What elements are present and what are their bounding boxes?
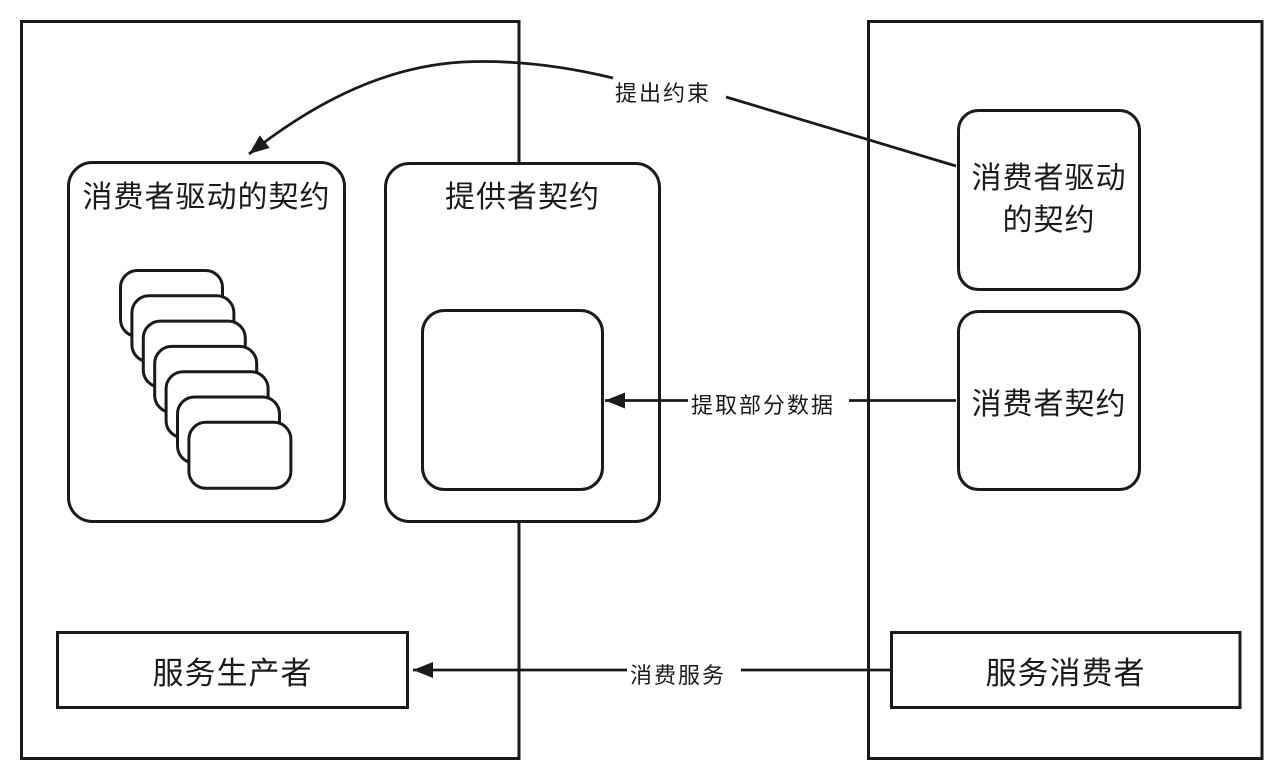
consumer-driven-contract-right-title-line2: 的契约 — [1002, 204, 1096, 237]
consumer-driven-contract-right-title: 消费者驱动 的契约 — [958, 110, 1140, 290]
consumer-contract-title: 消费者契约 — [971, 388, 1127, 421]
consumer-contract-box — [957, 310, 1141, 491]
contract-card — [187, 420, 293, 490]
propose-constraint-label: 提出约束 — [615, 81, 712, 106]
consumer-driven-contract-box-right — [957, 109, 1141, 291]
consume-service-label: 消费服务 — [630, 663, 727, 688]
service-producer-label: 服务生产者 — [152, 655, 313, 691]
service-consumer-label: 服务消费者 — [985, 655, 1146, 691]
propose-constraint-arrow — [248, 60, 614, 156]
provider-contract-title: 提供者契约 — [445, 181, 600, 214]
propose-constraint-line — [725, 95, 957, 168]
provider-inner-contract-box — [421, 309, 604, 491]
consumer-driven-contract-right-title-line1: 消费者驱动 — [971, 162, 1127, 195]
service-consumer-rect — [890, 631, 1242, 709]
service-producer-rect — [56, 631, 409, 709]
extract-partial-data-label: 提取部分数据 — [691, 393, 836, 418]
contract-cards-stack — [119, 269, 293, 490]
consumer-driven-contracts-title: 消费者驱动的契约 — [82, 181, 331, 214]
